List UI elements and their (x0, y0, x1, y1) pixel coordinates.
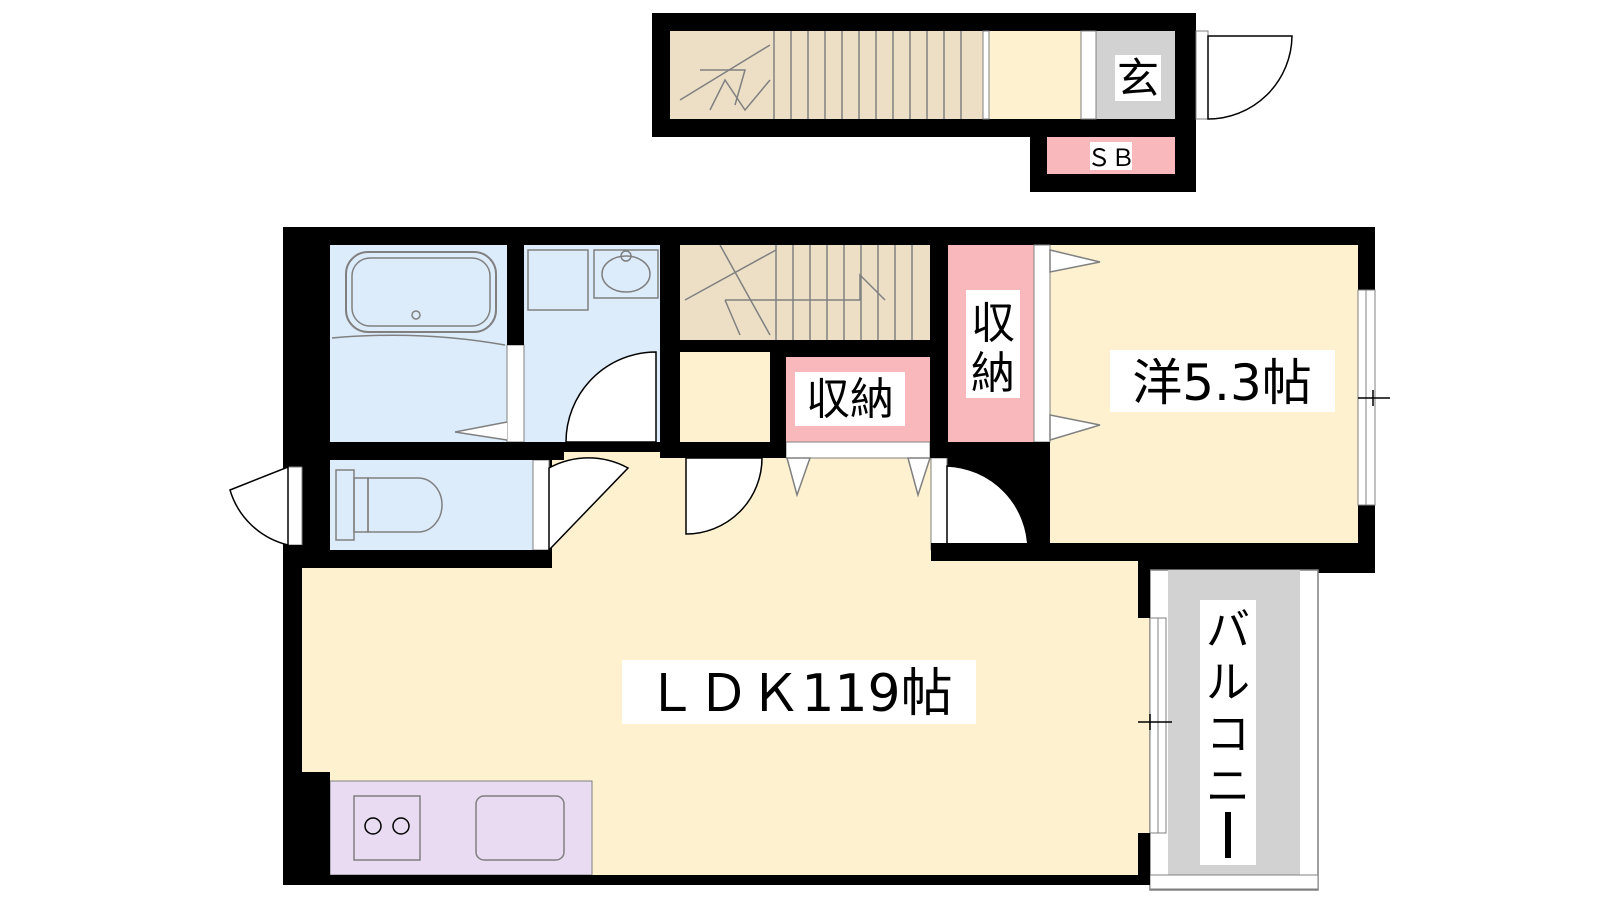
wall-wash-stairs (660, 245, 680, 458)
stair-hall (680, 352, 770, 442)
kitchen-counter (329, 780, 593, 876)
storage-tall-frame (1033, 244, 1051, 443)
stove-icon (353, 795, 421, 861)
wall-storage-right (930, 245, 948, 458)
entrance-unit: 玄 ＳＢ (652, 13, 1293, 192)
shoebox-label-bg (1090, 142, 1132, 170)
lower-stair-treads (684, 244, 913, 340)
kitchen-sink-icon (475, 795, 565, 861)
storage-wide-door-left (786, 457, 812, 498)
wall-left-lower (302, 245, 330, 467)
storage-wide-frame (785, 441, 931, 459)
wall-ldk-left-top (283, 545, 302, 885)
storage-tall-label-bg (966, 290, 1020, 398)
sink-counter (593, 249, 659, 299)
wall-stairs-bottom (680, 340, 930, 352)
washing-machine-icon (527, 249, 589, 311)
side-door-swing (229, 465, 289, 546)
balcony-label-3: コ (1206, 709, 1250, 760)
western-door-frame (930, 457, 948, 551)
stair-hall-door-swing (685, 457, 763, 535)
lower-stairs (680, 245, 930, 340)
balcony-label-2: ル (1206, 657, 1250, 708)
upper-stairs (670, 31, 983, 119)
ldk-label-bg (622, 660, 976, 724)
bathroom (330, 245, 507, 442)
wall-storage-tall-bottom (948, 442, 1050, 458)
storage-tall-door-upper (1049, 249, 1101, 273)
bathtub-icon (345, 251, 497, 333)
main-floor: 収納 収 納 洋5.3帖 ＬＤＫ119帖 バ ル コ ニ (229, 227, 1390, 893)
western-door-swing (946, 465, 1029, 551)
shoebox-label: ＳＢ (1087, 144, 1135, 172)
balcony-label-4: ニ (1206, 761, 1250, 812)
genkan-partition (1080, 30, 1097, 120)
genkan-label-bg (1115, 55, 1161, 101)
storage-wide-label: 収納 (806, 374, 894, 425)
balcony-label-5 (1225, 812, 1231, 858)
bathroom-door-frame (506, 344, 525, 443)
bathroom-door-icon (454, 421, 508, 441)
balcony-label-1: バ (1206, 605, 1250, 656)
storage-wide-door-right (907, 457, 932, 498)
wall-storage-left (770, 340, 786, 458)
sink-icon (601, 255, 651, 293)
upper-stair-treads (679, 31, 962, 119)
stairs-partition (982, 30, 990, 120)
toilet-door-swing (548, 457, 630, 552)
western-room-label: 洋5.3帖 (1132, 354, 1312, 412)
wall-ldk-bottom (283, 875, 1150, 885)
wall-hall-bottom (680, 442, 786, 458)
storage-tall-door-lower (1049, 414, 1101, 442)
western-room-label-bg (1110, 350, 1335, 412)
toilet-icon (367, 477, 443, 533)
storage-tall-label-1: 収 (971, 298, 1015, 349)
wall-ldk-left-corner (302, 772, 330, 875)
toilet (330, 460, 533, 550)
side-door-frame (287, 466, 303, 546)
toilet-door-frame (532, 459, 550, 551)
front-door-swing (1207, 35, 1293, 120)
balcony-edge (1149, 874, 1319, 890)
storage-wide-label-bg (795, 372, 905, 426)
wall-western-bottom (931, 543, 1375, 561)
wall-ldk-right (1138, 561, 1150, 618)
genkan-label: 玄 (1117, 54, 1159, 103)
washroom-door-swing (565, 351, 657, 443)
wall-bath-wash (507, 245, 524, 345)
upper-hall (983, 31, 1081, 119)
storage-tall-label-2: 納 (971, 348, 1015, 399)
ldk-label: ＬＤＫ119帖 (645, 664, 952, 724)
wall-ldk-right-bottom (1138, 833, 1150, 885)
wall-toilet-bottom (302, 550, 552, 568)
wall-under-bath (302, 442, 564, 460)
front-door-opening (1195, 30, 1209, 120)
